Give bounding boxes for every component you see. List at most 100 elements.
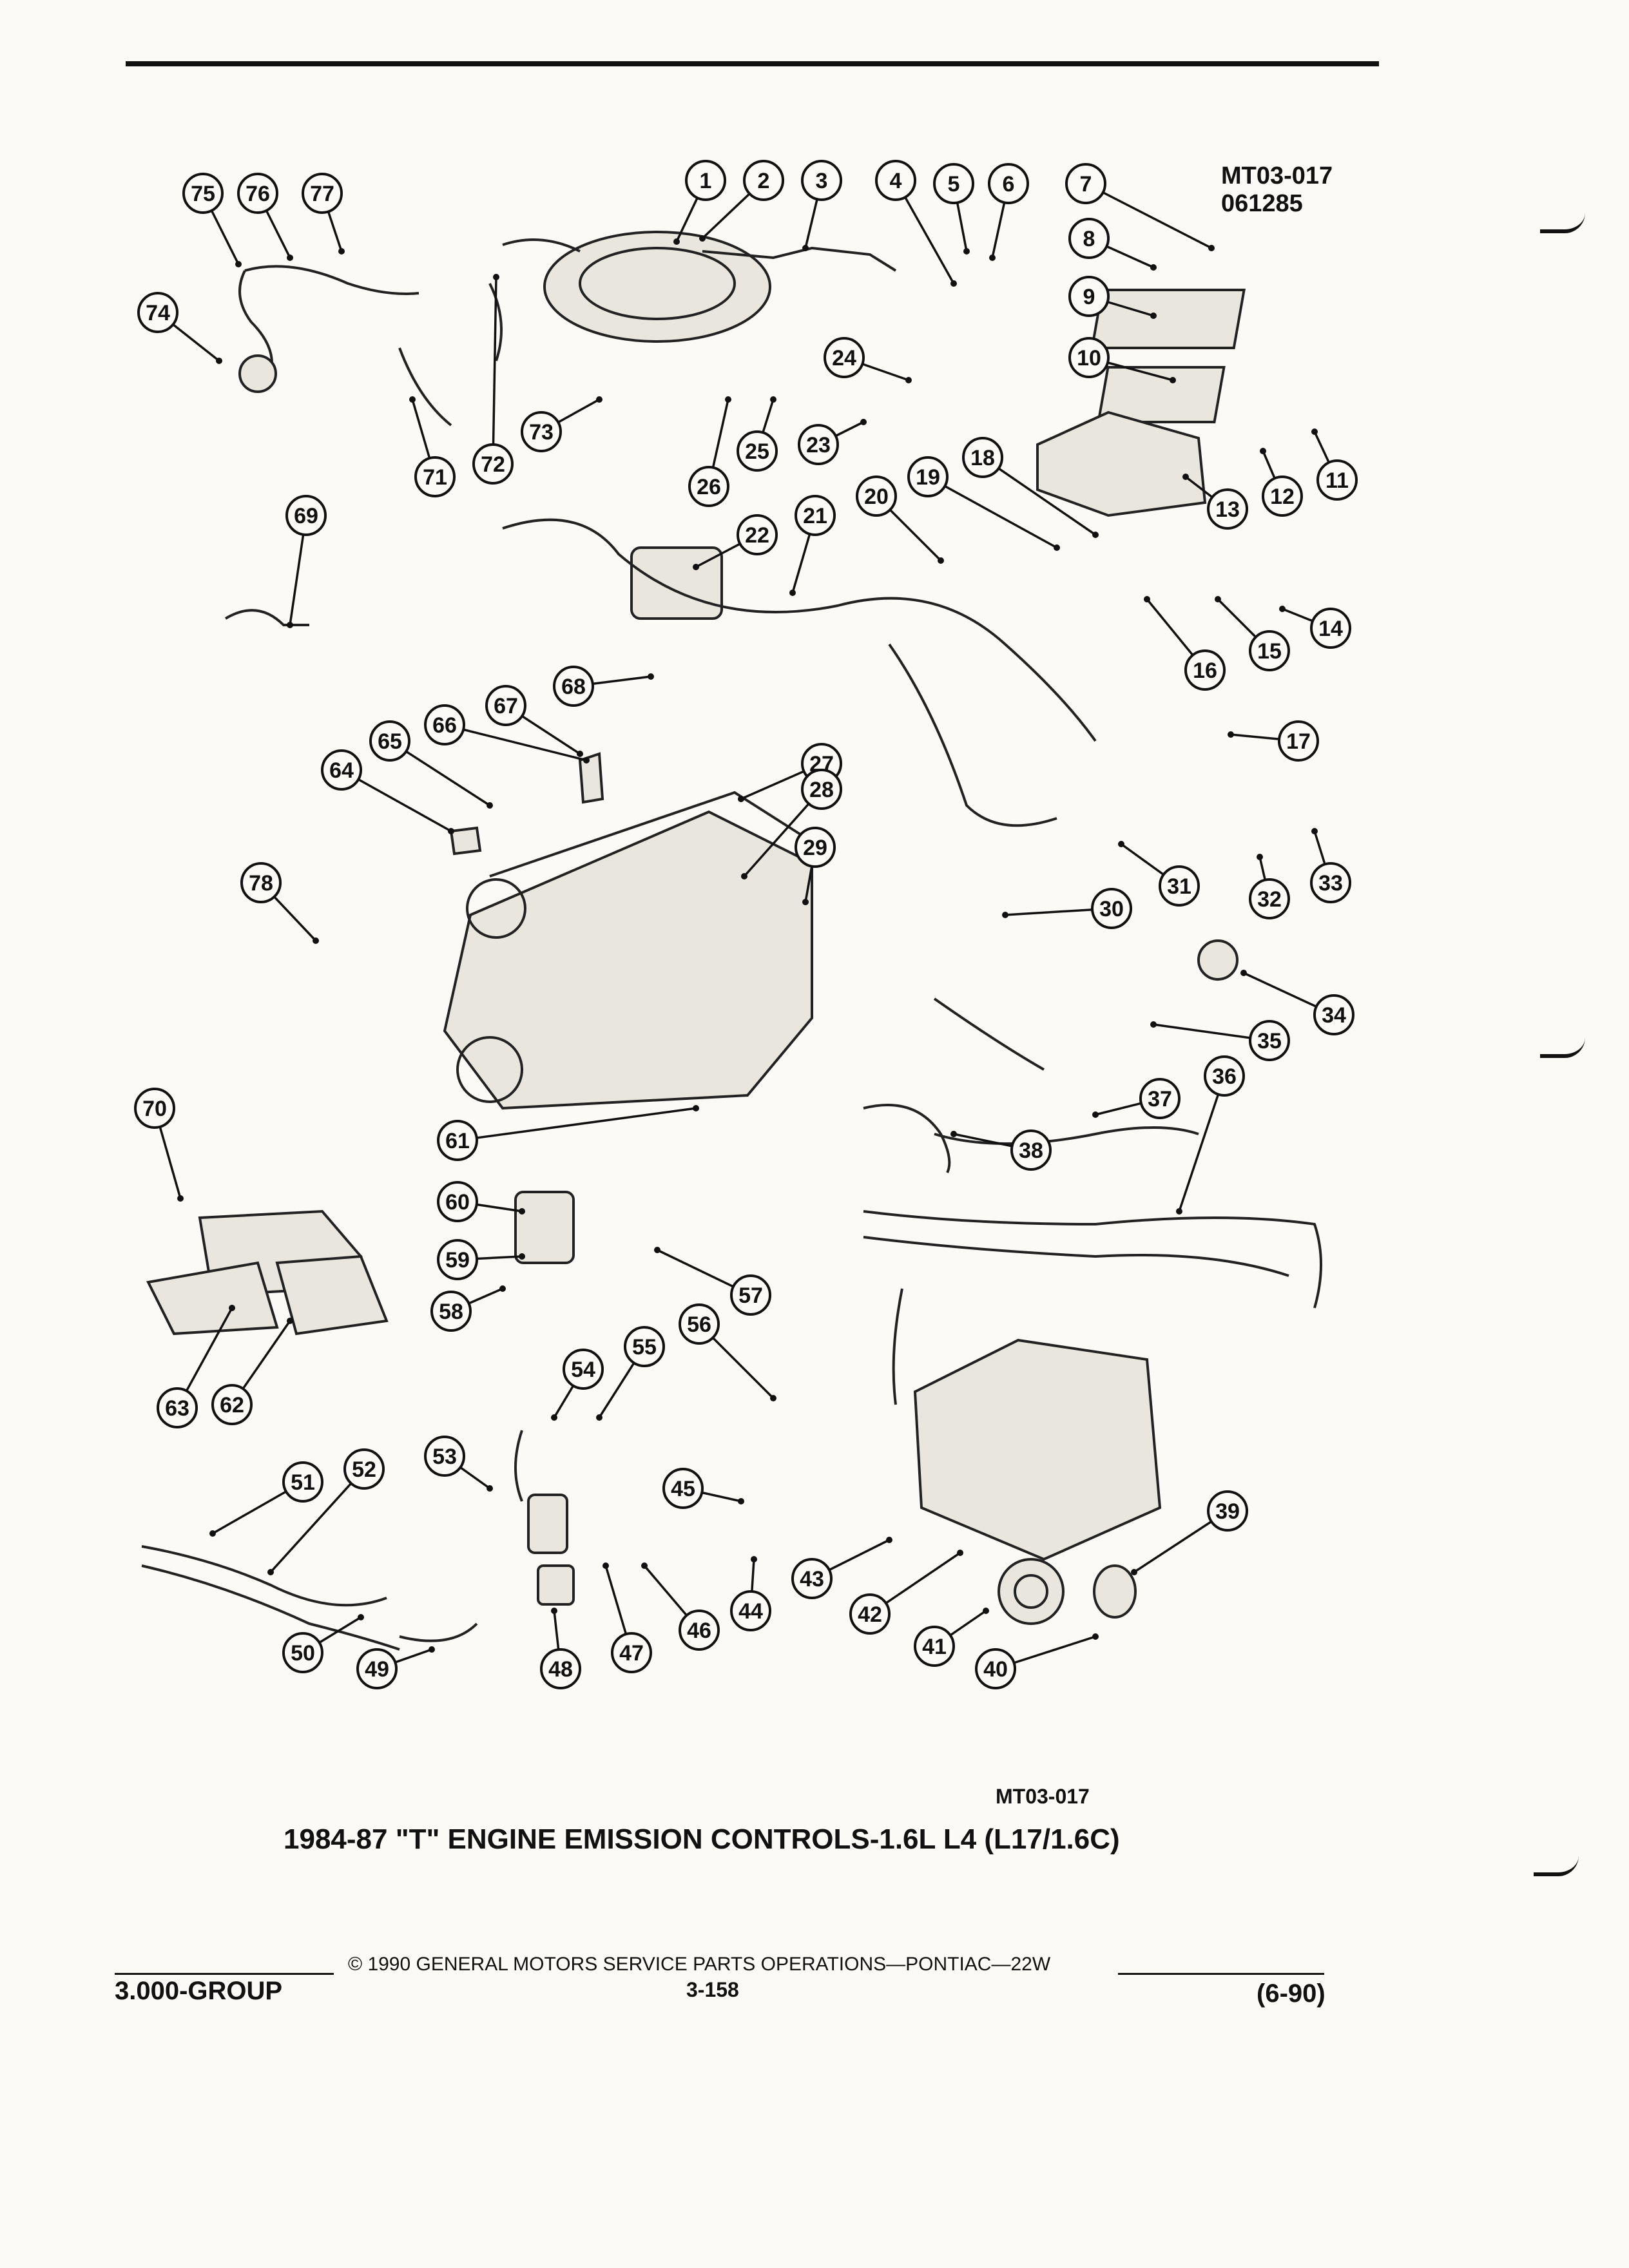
callout-9: 9 (1068, 276, 1110, 317)
callout-number: 7 (1080, 172, 1092, 197)
callout-number: 6 (1003, 172, 1015, 197)
callout-circle (1010, 1129, 1052, 1171)
leader-line (1178, 1075, 1226, 1212)
egr-valve-drawing (527, 1494, 568, 1554)
leader-arrowhead (596, 396, 602, 403)
exhaust-pipe-drawing (141, 1545, 387, 1607)
wiring-harness-drawing (863, 1210, 1322, 1309)
callout-number: 76 (246, 182, 270, 206)
leader-arrowhead (725, 396, 731, 403)
leader-arrowhead (1182, 474, 1189, 480)
callout-2: 2 (743, 160, 784, 201)
leader-arrowhead (1176, 1208, 1182, 1215)
callout-39: 39 (1207, 1490, 1248, 1532)
callout-circle (1184, 649, 1226, 691)
callout-59: 59 (437, 1239, 478, 1280)
leader-arrowhead (1144, 596, 1150, 602)
canister-drawing (514, 1191, 575, 1264)
callout-48: 48 (540, 1648, 581, 1689)
callout-circle (237, 173, 278, 214)
callout-circle (933, 163, 974, 204)
callout-50: 50 (282, 1632, 323, 1673)
callout-circle (321, 749, 362, 791)
callout-8: 8 (1068, 218, 1110, 259)
callout-23: 23 (798, 424, 839, 465)
callout-37: 37 (1139, 1078, 1181, 1119)
callout-circle (798, 424, 839, 465)
callout-4: 4 (875, 160, 916, 201)
leader-arrowhead (1092, 1111, 1099, 1118)
callout-number: 46 (687, 1619, 711, 1643)
callout-circle (801, 160, 842, 201)
callout-74: 74 (137, 292, 178, 333)
callout-number: 55 (632, 1335, 657, 1360)
callout-number: 2 (758, 169, 770, 193)
binder-mark (1540, 1037, 1585, 1058)
leader-arrowhead (229, 1305, 235, 1311)
callout-circle (1068, 276, 1110, 317)
leader-arrowhead (358, 1614, 364, 1620)
leader-arrowhead (699, 235, 706, 242)
leader-arrowhead (551, 1414, 557, 1421)
callout-number: 23 (806, 433, 831, 457)
leader-arrowhead (641, 1562, 648, 1569)
callout-19: 19 (907, 456, 949, 497)
callout-15: 15 (1249, 630, 1290, 671)
callout-11: 11 (1316, 459, 1358, 501)
footer-rule-right (1118, 1973, 1324, 1975)
callout-number: 13 (1215, 497, 1240, 522)
callout-circle (907, 456, 949, 497)
callout-number: 9 (1083, 285, 1095, 309)
callout-16: 16 (1184, 649, 1226, 691)
leader-arrowhead (950, 1131, 957, 1137)
callout-number: 4 (890, 169, 902, 193)
leader-arrowhead (596, 1414, 602, 1421)
callout-46: 46 (679, 1610, 720, 1651)
callout-number: 63 (165, 1396, 189, 1421)
oxygen-sensor-drawing (224, 609, 309, 626)
callout-number: 78 (249, 871, 273, 896)
callout-circle (624, 1326, 665, 1367)
callout-circle (737, 514, 778, 555)
callout-number: 36 (1212, 1064, 1237, 1089)
callout-45: 45 (662, 1468, 704, 1509)
callout-34: 34 (1313, 994, 1354, 1035)
callout-number: 20 (864, 485, 889, 509)
callout-40: 40 (975, 1648, 1016, 1689)
callout-circle (1310, 608, 1351, 649)
leader-arrowhead (602, 1562, 609, 1569)
callout-32: 32 (1249, 878, 1290, 919)
leader-arrowhead (938, 557, 944, 564)
callout-number: 71 (423, 465, 447, 490)
callout-circle (1249, 630, 1290, 671)
callout-24: 24 (824, 337, 865, 378)
figure-code: MT03-017 (996, 1785, 1090, 1808)
callout-70: 70 (134, 1088, 175, 1129)
callout-14: 14 (1310, 608, 1351, 649)
callout-61: 61 (437, 1120, 478, 1161)
callout-number: 10 (1077, 346, 1101, 370)
leader-arrowhead (648, 673, 654, 680)
leader-line (444, 724, 587, 762)
callout-circle (1278, 720, 1319, 762)
leader-arrowhead (1150, 264, 1157, 271)
callout-number: 66 (432, 713, 457, 738)
callout-circle (1249, 878, 1290, 919)
callout-number: 64 (329, 758, 354, 783)
leader-arrowhead (1150, 1021, 1157, 1028)
leader-arrowhead (789, 590, 796, 596)
callout-circle (824, 337, 865, 378)
callout-number: 72 (481, 452, 505, 477)
callout-number: 37 (1148, 1087, 1172, 1111)
callout-circle (795, 827, 836, 868)
callout-64: 64 (321, 749, 362, 791)
callout-circle (424, 1436, 465, 1477)
callout-circle (685, 160, 726, 201)
callout-circle (414, 456, 456, 497)
callout-number: 3 (816, 169, 828, 193)
callout-73: 73 (521, 411, 562, 452)
callout-number: 59 (445, 1248, 470, 1273)
callout-62: 62 (211, 1384, 253, 1425)
callout-number: 30 (1099, 897, 1124, 921)
callout-circle (356, 1648, 398, 1689)
